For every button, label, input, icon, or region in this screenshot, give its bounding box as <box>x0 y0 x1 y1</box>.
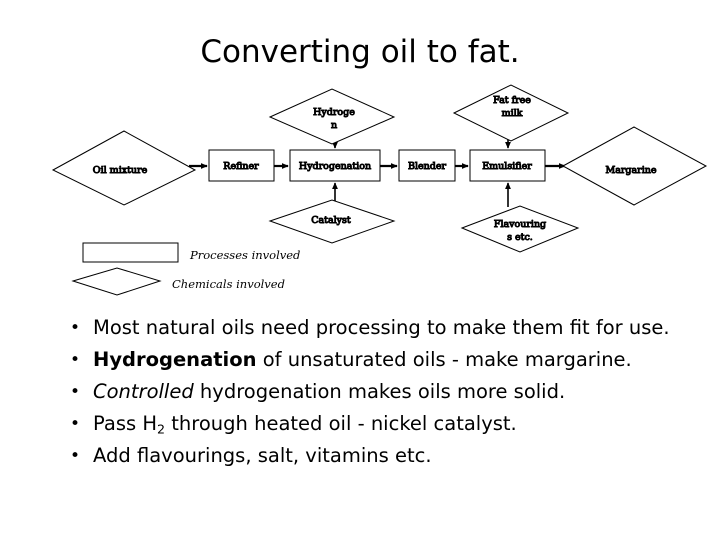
diagram-node-oil-mixture[interactable]: Oil mixture <box>51 130 197 206</box>
legend-item-chemical: Chemicals involved <box>71 267 285 296</box>
diagram-node-margarine[interactable]: Margarine <box>561 126 708 206</box>
list-item-text-3a: Pass H <box>93 412 158 435</box>
diagram-node-hydrogen[interactable]: Hydroge n <box>268 88 396 145</box>
diagram-node-hydrogen-label-line1: Hydroge <box>313 107 355 118</box>
list-item: • Hydrogenation of unsaturated oils - ma… <box>62 344 712 376</box>
diagram-node-fat-free-milk[interactable]: Fat free milk <box>452 84 570 142</box>
bullet-marker: • <box>70 382 81 402</box>
list-item-text-2-italic: Controlled <box>93 380 194 403</box>
diagram-node-hydrogenation-label: Hydrogenation <box>299 161 371 172</box>
diagram-legend: Processes involved Chemicals involved <box>71 242 300 296</box>
list-item: • Pass H2 through heated oil - nickel ca… <box>62 408 712 440</box>
bullet-marker: • <box>70 446 81 466</box>
list-item-text-3-subscript: 2 <box>157 421 166 437</box>
list-item: • Add flavourings, salt, vitamins etc. <box>62 440 712 472</box>
diagram-node-refiner[interactable]: Refiner <box>208 149 275 182</box>
legend-chemical-swatch <box>71 267 162 296</box>
list-item-text-4: Add flavourings, salt, vitamins etc. <box>93 444 432 467</box>
legend-item-process: Processes involved <box>82 242 300 263</box>
list-item-text-1: of unsaturated oils - make margarine. <box>256 348 632 371</box>
diagram-node-flavourings[interactable]: Flavouring s etc. <box>460 205 580 253</box>
bullet-list: • Most natural oils need processing to m… <box>62 312 712 472</box>
diagram-node-refiner-label: Refiner <box>223 161 259 172</box>
page-title: Converting oil to fat. <box>200 34 520 70</box>
legend-process-label: Processes involved <box>189 248 300 262</box>
legend-process-swatch <box>82 242 179 263</box>
diagram-node-blender-label: Blender <box>408 161 446 172</box>
diagram-node-oil-mixture-label: Oil mixture <box>93 165 148 176</box>
diagram-node-catalyst-label: Catalyst <box>311 215 351 226</box>
bullet-marker: • <box>70 318 81 338</box>
list-item-text-3b: through heated oil - nickel catalyst. <box>165 412 517 435</box>
list-item: • Most natural oils need processing to m… <box>62 312 712 344</box>
diagram-node-flavourings-label-line1: Flavouring <box>494 219 546 230</box>
diagram-node-margarine-label: Margarine <box>606 165 657 176</box>
diagram-node-hydrogenation[interactable]: Hydrogenation <box>289 149 381 182</box>
list-item-text-2: hydrogenation makes oils more solid. <box>193 380 566 403</box>
diagram-node-hydrogen-label-line2: n <box>331 120 337 131</box>
list-item: • Controlled hydrogenation makes oils mo… <box>62 376 712 408</box>
diagram-node-catalyst[interactable]: Catalyst <box>268 199 396 244</box>
list-item-text-0: Most natural oils need processing to mak… <box>93 316 670 339</box>
diagram-node-fat-free-milk-label-line1: Fat free <box>493 95 531 106</box>
diagram-node-fat-free-milk-label-line2: milk <box>502 108 523 119</box>
legend-chemical-label: Chemicals involved <box>172 277 285 291</box>
diagram-node-flavourings-label-line2: s etc. <box>507 232 533 243</box>
bullet-marker: • <box>70 350 81 370</box>
diagram-node-emulsifier-label: Emulsifier <box>482 161 532 172</box>
flowchart-diagram: Oil mixture Hydroge n Fat free milk Cata… <box>51 84 708 296</box>
diagram-node-blender[interactable]: Blender <box>398 149 456 182</box>
diagram-node-emulsifier[interactable]: Emulsifier <box>469 149 546 182</box>
bullet-marker: • <box>70 414 81 434</box>
list-item-text-1-bold: Hydrogenation <box>93 348 257 371</box>
